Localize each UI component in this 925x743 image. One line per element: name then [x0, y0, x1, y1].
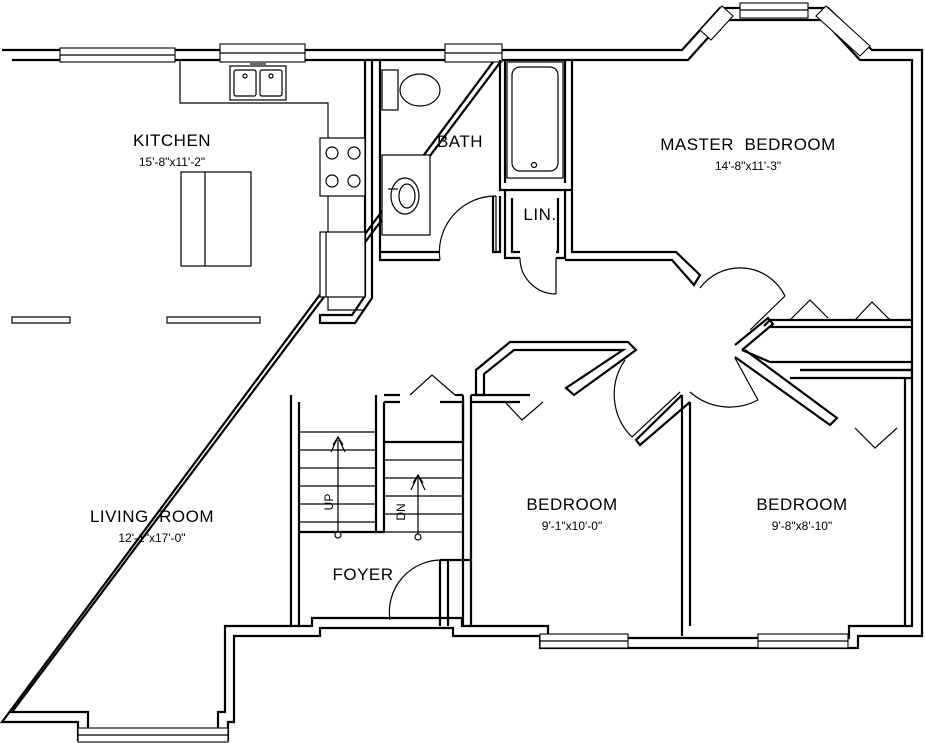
living-room-dims: 12'-1"x17'-0" — [118, 531, 185, 545]
living-room-label: LIVING ROOM — [90, 507, 214, 526]
kitchen-fixtures — [179, 60, 366, 311]
kitchen-dims: 15'-8"x11'-2" — [139, 155, 205, 169]
vanity-sink — [381, 154, 431, 236]
window-bay-right — [815, 5, 871, 57]
bedroom-2-label: BEDROOM — [756, 495, 847, 514]
stairs-up-label: UP — [322, 494, 336, 511]
stairs-down: DN — [384, 459, 463, 541]
kitchen-sink — [229, 63, 287, 101]
bedroom-1-label: BEDROOM — [526, 495, 617, 514]
bath-label: BATH — [437, 132, 483, 151]
exterior-walls — [0, 6, 924, 742]
windows — [59, 2, 871, 743]
bedroom-2-dims: 9'-8"x8'-10" — [772, 519, 832, 533]
bathtub — [506, 61, 564, 179]
kitchen-stove — [319, 137, 366, 197]
stairs-up: UP — [299, 431, 376, 539]
bath-fixtures — [381, 61, 564, 236]
kitchen-label: KITCHEN — [133, 131, 211, 150]
stairs-down-label: DN — [394, 503, 408, 520]
kitchen-island — [180, 171, 252, 267]
doors — [388, 195, 898, 621]
master-bedroom-label: MASTER BEDROOM — [660, 135, 836, 154]
bedroom-1-dims: 9'-1"x10'-0" — [542, 519, 602, 533]
linen-label: LIN. — [523, 205, 556, 224]
room-labels: KITCHEN 15'-8"x11'-2" BATH LIN. MASTER B… — [90, 131, 847, 584]
kitchen-refrigerator — [319, 231, 366, 298]
master-bedroom-dims: 14'-8"x11'-3" — [715, 159, 781, 173]
toilet — [381, 69, 441, 111]
window-bay-left — [699, 5, 734, 41]
foyer-label: FOYER — [332, 565, 393, 584]
interior-walls — [11, 60, 912, 636]
